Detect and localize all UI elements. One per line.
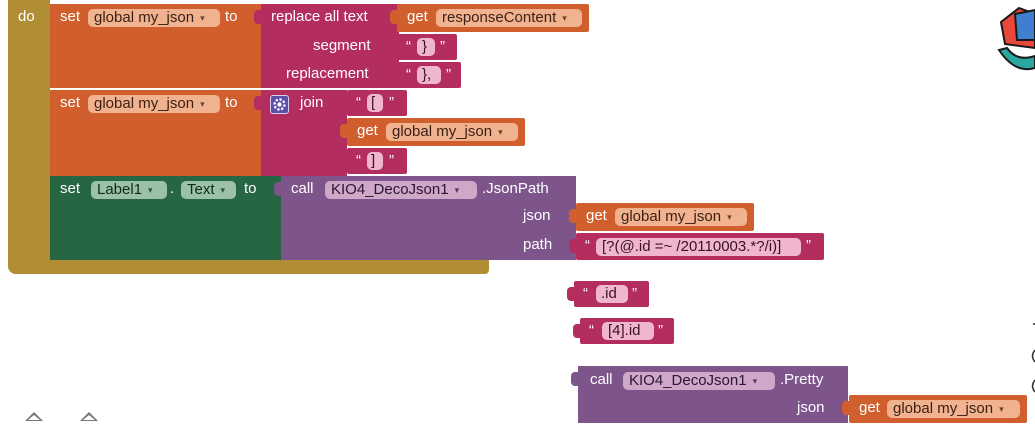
jsonpath-method-label: .JsonPath	[482, 180, 549, 197]
quote-open: “	[585, 237, 590, 254]
chevron-down-icon: ▾	[498, 127, 503, 137]
quote-close: ”	[658, 322, 663, 339]
loose-text-4id-plug	[573, 324, 581, 338]
collapse-up-icon[interactable]	[25, 412, 43, 421]
jsonpath-get-plug	[569, 209, 577, 223]
quote-close: ”	[446, 66, 451, 83]
quote-open: “	[583, 285, 588, 302]
chevron-down-icon: ▾	[562, 13, 567, 23]
text-property-name: Text	[187, 181, 215, 198]
do-label: do	[18, 8, 35, 25]
pretty-method-label: .Pretty	[780, 371, 824, 388]
set2-var-name: global my_json	[94, 95, 195, 112]
dot-label: .	[170, 180, 175, 197]
pretty-json-label: json	[797, 399, 825, 416]
quote-close: ”	[389, 94, 394, 111]
pretty-plug	[571, 372, 579, 386]
get-label: get	[407, 8, 428, 25]
collapse-up-icon[interactable]	[80, 412, 98, 421]
loose-text-plug	[567, 287, 575, 301]
join-get-var-dropdown[interactable]: global my_json ▾	[386, 123, 518, 141]
quote-open: “	[406, 38, 411, 55]
loose-text-id-value[interactable]: .id	[596, 285, 628, 303]
join-plug	[254, 96, 262, 110]
chevron-down-icon: ▾	[454, 185, 460, 195]
get-label: get	[586, 207, 607, 224]
backpack-icon[interactable]	[995, 0, 1035, 76]
gear-icon[interactable]	[270, 95, 289, 114]
join-last-value[interactable]: ]	[367, 152, 383, 170]
set3-set-label: set	[60, 180, 81, 197]
join-label: join	[300, 94, 324, 111]
label1-component-dropdown[interactable]: Label1 ▾	[91, 181, 167, 199]
response-content-name: responseContent	[442, 9, 557, 26]
loose-text-4id-value[interactable]: [4].id	[602, 322, 654, 340]
call-label: call	[291, 180, 314, 197]
jsonpath-get-var-dropdown[interactable]: global my_json ▾	[615, 208, 747, 226]
response-content-dropdown[interactable]: responseContent ▾	[436, 9, 582, 27]
quote-close: ”	[632, 285, 637, 302]
label1-name: Label1	[97, 181, 143, 198]
segment-plug	[390, 39, 398, 53]
quote-close: ”	[389, 152, 394, 169]
get-label: get	[859, 399, 880, 416]
get-label: get	[357, 122, 378, 139]
text-property-dropdown[interactable]: Text ▾	[181, 181, 236, 199]
right-edge-marks	[1028, 318, 1035, 398]
decojson-component-dropdown[interactable]: KIO4_DecoJson1 ▾	[325, 181, 477, 199]
quote-close: ”	[806, 237, 811, 254]
chevron-down-icon: ▾	[148, 185, 153, 195]
set1-var-dropdown[interactable]: global my_json ▾	[88, 9, 220, 27]
replace-all-text-label: replace all text	[271, 8, 368, 25]
jsonpath-plug	[274, 182, 282, 196]
replacement-value[interactable]: },	[417, 66, 441, 84]
set3-to-label: to	[244, 180, 257, 197]
pretty-component-dropdown[interactable]: KIO4_DecoJson1 ▾	[623, 372, 775, 390]
call-label: call	[590, 371, 613, 388]
quote-open: “	[589, 322, 594, 339]
replacement-plug	[390, 67, 398, 81]
get-plug	[390, 10, 398, 24]
jsonpath-get-var-name: global my_json	[621, 208, 722, 225]
pretty-get-plug	[842, 401, 850, 415]
pretty-component-name: KIO4_DecoJson1	[629, 372, 747, 389]
chevron-down-icon: ▾	[727, 212, 732, 222]
segment-label: segment	[313, 37, 371, 54]
join-first-value[interactable]: [	[367, 94, 383, 112]
set1-var-name: global my_json	[94, 9, 195, 26]
replacement-label: replacement	[286, 65, 369, 82]
set2-set-label: set	[60, 94, 81, 111]
path-text-plug	[569, 239, 577, 253]
chevron-down-icon: ▾	[200, 99, 205, 109]
quote-open: “	[356, 152, 361, 169]
replace-plug	[254, 10, 262, 24]
set1-to-label: to	[225, 8, 238, 25]
chevron-down-icon: ▾	[999, 404, 1004, 414]
join-last-plug	[340, 153, 348, 167]
pretty-get-var-name: global my_json	[893, 400, 994, 417]
replace-all-text-block[interactable]	[261, 4, 399, 88]
path-socket-label: path	[523, 236, 553, 253]
procedure-do-block[interactable]	[8, 0, 50, 274]
quote-open: “	[356, 94, 361, 111]
segment-value[interactable]: }	[417, 38, 435, 56]
chevron-down-icon: ▾	[752, 376, 758, 386]
quote-open: “	[406, 66, 411, 83]
path-value[interactable]: [?(@.id =~ /20110003.*?/i)]	[596, 238, 801, 256]
decojson-name: KIO4_DecoJson1	[331, 181, 449, 198]
pretty-get-var-dropdown[interactable]: global my_json ▾	[887, 400, 1020, 418]
join-get-plug	[340, 124, 348, 138]
set2-to-label: to	[225, 94, 238, 111]
set2-var-dropdown[interactable]: global my_json ▾	[88, 95, 220, 113]
chevron-down-icon: ▾	[220, 185, 226, 195]
set1-set-label: set	[60, 8, 81, 25]
json-socket-label: json	[523, 207, 551, 224]
procedure-bottom-bar[interactable]	[8, 260, 489, 274]
quote-close: ”	[440, 38, 445, 55]
chevron-down-icon: ▾	[200, 13, 205, 23]
join-first-plug	[340, 95, 348, 109]
join-get-var-name: global my_json	[392, 123, 493, 140]
